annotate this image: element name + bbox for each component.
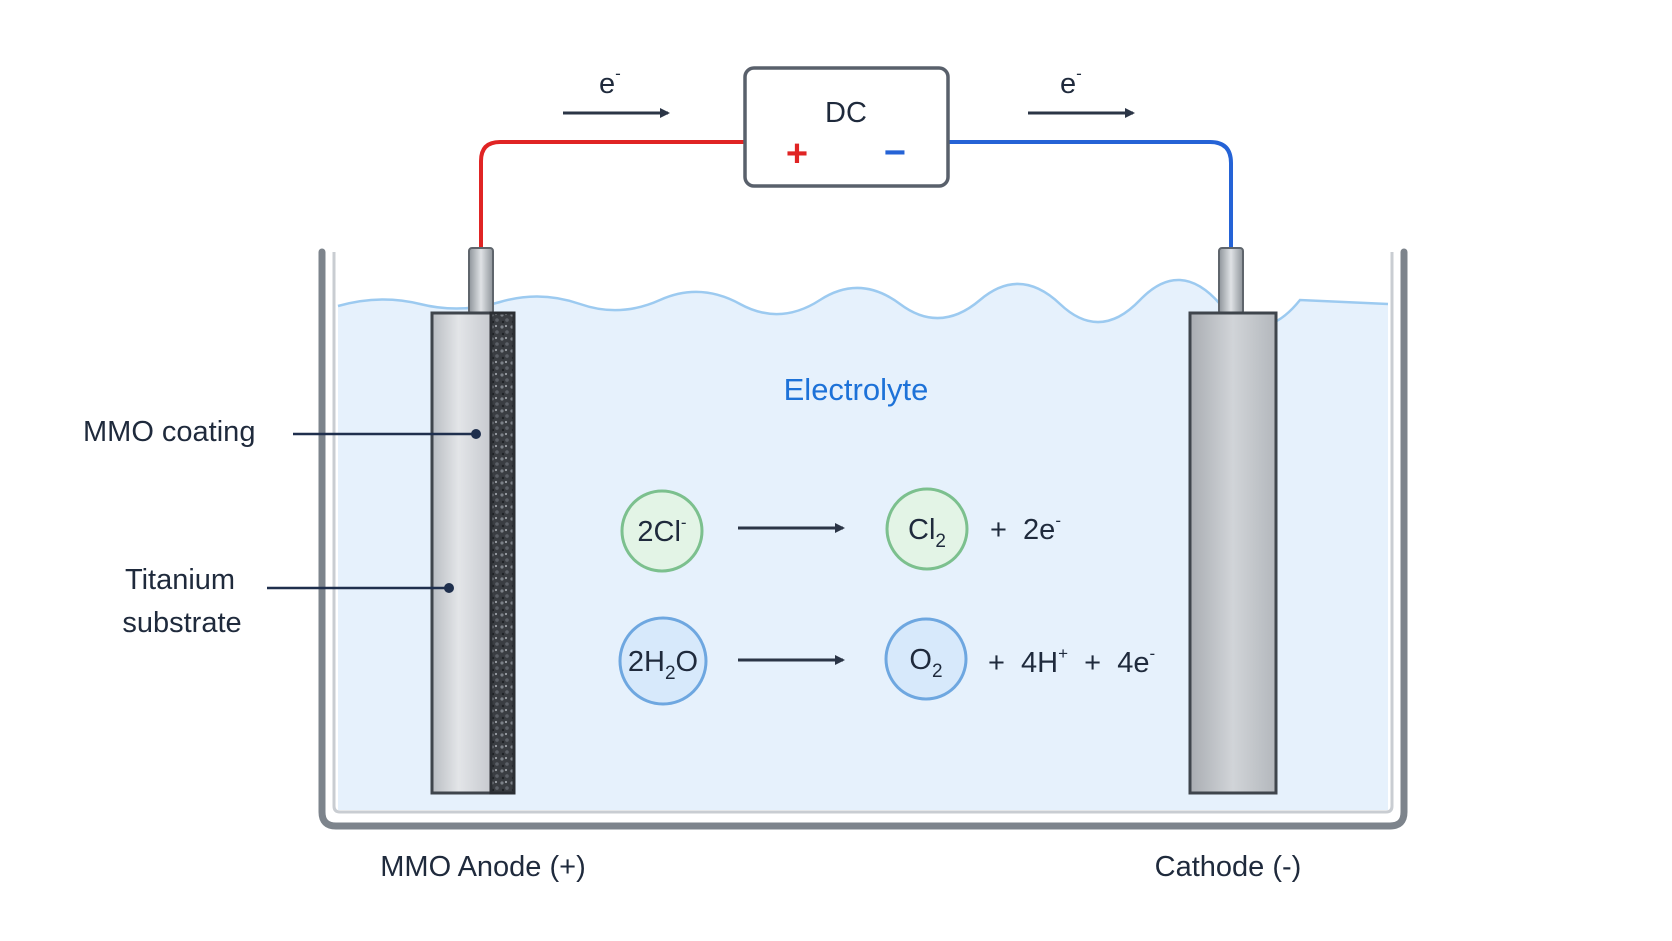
water-reactant-formula: 2H2O xyxy=(628,646,698,684)
reaction1-electrons: + 2e- xyxy=(990,511,1061,546)
cathode-plate xyxy=(1188,311,1278,795)
electrolyte-liquid xyxy=(338,279,1388,810)
cathode-rod xyxy=(1218,247,1244,315)
oxygen-product-circle xyxy=(884,617,968,701)
chlorine-product-circle xyxy=(885,487,969,571)
anode-rod xyxy=(468,247,494,315)
coating-callout-dot xyxy=(471,429,481,439)
oxygen-product-formula: O2 xyxy=(909,644,942,682)
titanium-label-line2: substrate xyxy=(122,607,241,639)
mmo-coating-label: MMO coating xyxy=(83,416,255,448)
negative-terminal-sign: − xyxy=(884,132,906,174)
dc-source-box xyxy=(743,66,950,188)
chloride-reactant-formula: 2Cl- xyxy=(637,513,686,548)
substrate-callout-dot xyxy=(444,583,454,593)
container-outer xyxy=(318,248,1408,830)
water-surface-line xyxy=(337,278,1389,328)
electron-label-left: e- xyxy=(599,64,621,100)
chloride-reactant-circle xyxy=(620,489,704,573)
reaction2-products: + 4H+ + 4e- xyxy=(988,644,1155,679)
water-reactant-circle xyxy=(618,616,708,706)
positive-wire xyxy=(479,140,745,250)
anode-label: MMO Anode (+) xyxy=(380,851,586,883)
positive-terminal-sign: + xyxy=(786,133,808,175)
titanium-label-line1: Titanium xyxy=(125,564,235,596)
chlorine-product-formula: Cl2 xyxy=(908,514,946,552)
electron-label-right: e- xyxy=(1060,64,1082,100)
anode-mmo-coating xyxy=(489,311,516,795)
negative-wire xyxy=(948,140,1233,250)
dc-source-label: DC xyxy=(825,97,867,129)
cathode-label: Cathode (-) xyxy=(1155,851,1302,883)
container-inner xyxy=(332,252,1394,814)
electrolyte-label: Electrolyte xyxy=(784,372,929,407)
anode-titanium-substrate xyxy=(430,311,493,795)
